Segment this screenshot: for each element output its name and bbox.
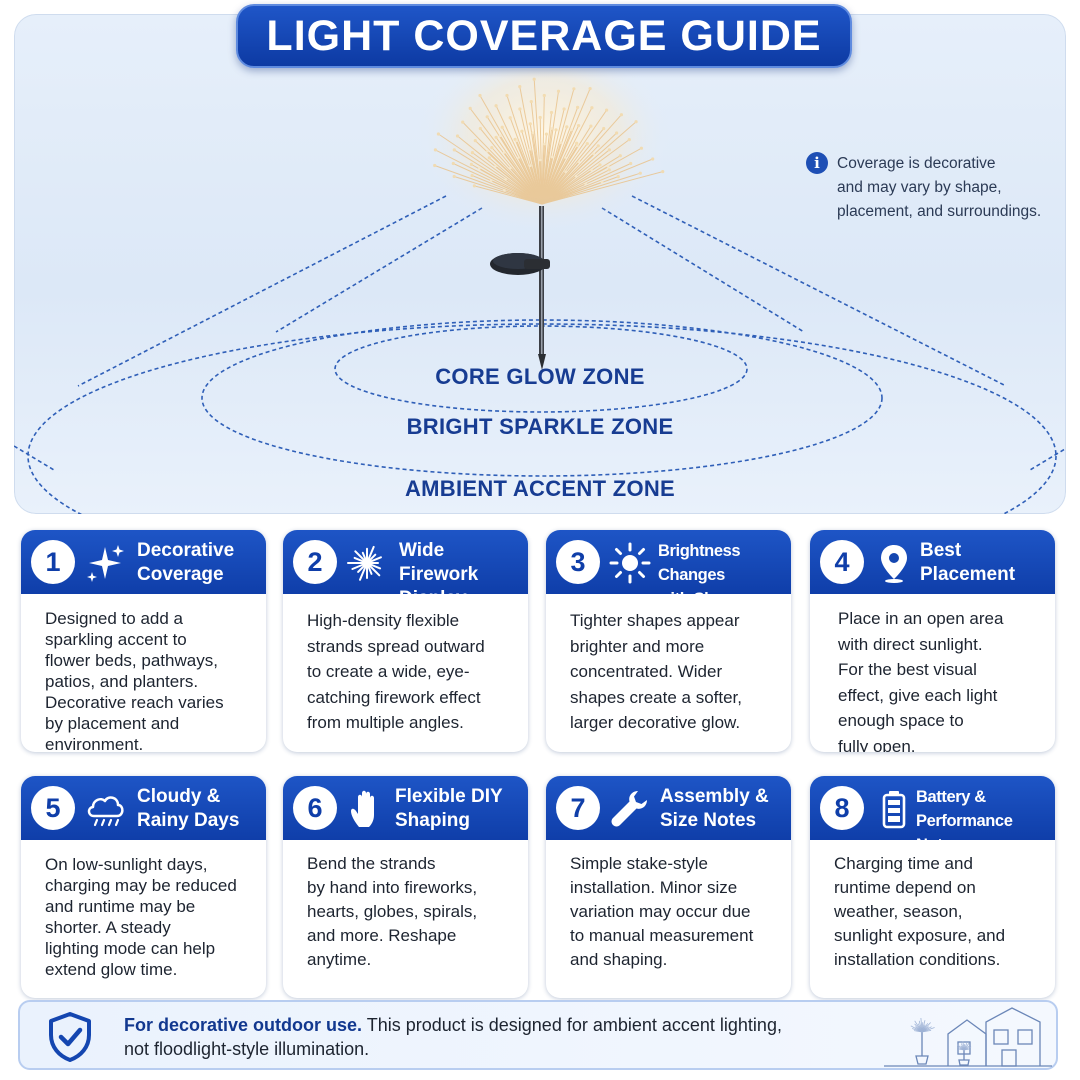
card-body: High-density flexible strands spread out… [307,611,485,732]
ambient-zone-ring [27,323,1057,514]
page-title: LIGHT COVERAGE GUIDE [266,11,822,60]
card-wide-firework-display: 2 Wide Firework Display High-density fle… [283,530,528,752]
card-number: 1 [31,540,75,584]
hand-icon [351,790,374,827]
card-cloudy-rainy-days: 5 Cloudy & Rainy Days On low-sunlight da… [21,776,266,998]
disclaimer-footer: For decorative outdoor use. This product… [18,1000,1058,1070]
card-body: Charging time and runtime depend on weat… [834,854,1006,969]
ambient-accent-zone-label: AMBIENT ACCENT ZONE [404,476,676,501]
card-header: 6 Flexible DIY Shaping [283,776,528,840]
card-header: 1 Decorative Coverage [21,530,266,594]
card-brightness-changes: 3 Brightness Changes with Shape Tighter … [546,530,791,752]
card-number: 7 [556,786,600,830]
sparkle-icon [87,545,124,582]
card-title: Decorative Coverage [137,540,235,585]
card-number: 8 [820,786,864,830]
card-title: Cloudy & Rainy Days [137,786,240,831]
card-header: 4 Best Placement [810,530,1055,594]
card-title: Flexible DIY Shaping [395,786,503,831]
card-number: 3 [556,540,600,584]
disclaimer-text: For decorative outdoor use. This product… [124,1013,864,1061]
card-header: 8 Battery & Performance Notes [810,776,1055,854]
page-title-banner: LIGHT COVERAGE GUIDE [236,4,852,68]
card-number: 2 [293,540,337,584]
card-number: 4 [820,540,864,584]
card-best-placement: 4 Best Placement Place in an open area w… [810,530,1055,752]
card-decorative-coverage: 1 Decorative Coverage Designed to add a … [21,530,266,752]
rain-cloud-icon [87,796,124,827]
card-body: On low-sunlight days, charging may be re… [45,855,237,979]
card-body: Tighter shapes appear brighter and more … [570,611,742,732]
card-title: Battery & Performance Notes [916,788,1013,854]
card-header: 3 Brightness Changes with Shape [546,530,791,608]
card-body: Bend the strands by hand into fireworks,… [307,854,478,969]
card-header: 7 Assembly & Size Notes [546,776,791,840]
coverage-note: i Coverage is decorative and may vary by… [806,152,1066,224]
bright-zone-ring [201,319,883,477]
card-header: 5 Cloudy & Rainy Days [21,776,266,840]
info-icon: i [806,152,828,174]
card-body: Simple stake-style installation. Minor s… [570,854,754,969]
coverage-diagram [14,40,1066,514]
card-body: Designed to add a sparkling accent to fl… [45,609,224,752]
card-header: 2 Wide Firework Display [283,530,528,609]
disclaimer-bold: For decorative outdoor use. [124,1015,363,1035]
card-number: 6 [293,786,337,830]
card-flexible-diy-shaping: 6 Flexible DIY Shaping Bend the strands … [283,776,528,998]
shield-check-icon [49,1012,91,1062]
card-assembly-size-notes: 7 Assembly & Size Notes Simple stake-sty… [546,776,791,998]
coverage-note-text: Coverage is decorative and may vary by s… [837,155,1042,220]
disclaimer-body: This product is designed for ambient acc… [124,1015,782,1059]
firework-icon [347,545,382,581]
sun-icon [609,542,651,584]
card-title: Assembly & Size Notes [660,786,769,831]
card-title: Wide Firework Display [399,540,479,609]
core-glow-zone-label: CORE GLOW ZONE [435,364,645,389]
coverage-hero-panel: CORE GLOW ZONE BRIGHT SPARKLE ZONE AMBIE… [12,12,1068,516]
firework-light-image [416,40,672,370]
bright-sparkle-zone-label: BRIGHT SPARKLE ZONE [406,414,674,439]
wrench-icon [611,791,647,827]
card-title: Best Placement [920,540,1016,585]
card-number: 5 [31,786,75,830]
battery-icon [882,791,906,829]
card-body: Place in an open area with direct sunlig… [838,609,1004,752]
house-garden-illustration [884,1007,1052,1067]
card-battery-performance-notes: 8 Battery & Performance Notes Charging t… [810,776,1055,998]
card-title: Brightness Changes with Shape [658,542,742,608]
location-pin-icon [881,545,907,583]
